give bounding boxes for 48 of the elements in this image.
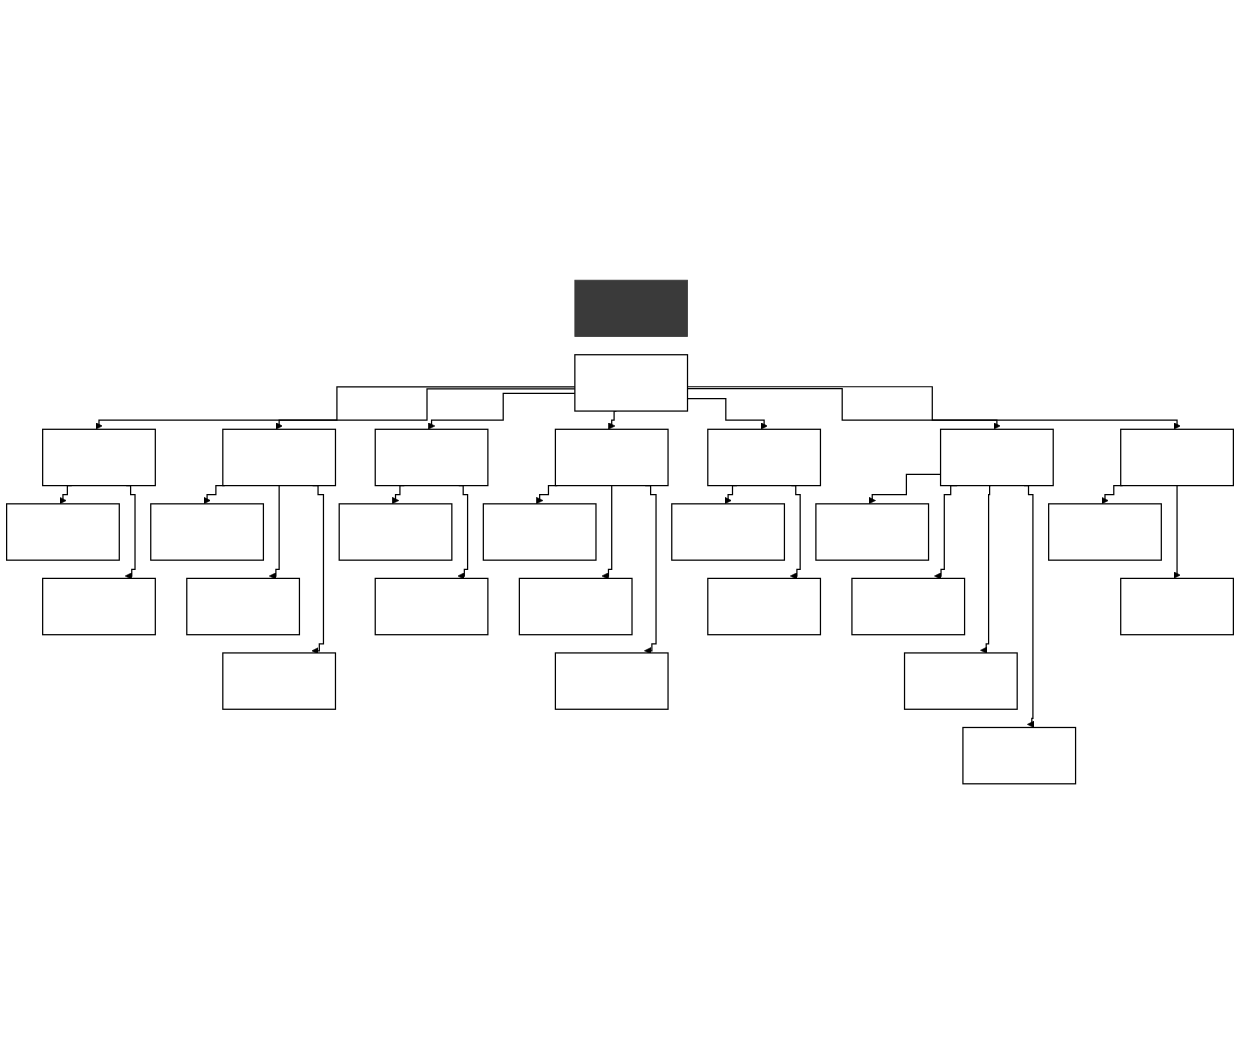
node-box <box>374 577 489 636</box>
arrow <box>686 388 1001 430</box>
arrow <box>95 386 576 430</box>
node-box <box>671 503 786 561</box>
node-box <box>374 428 489 487</box>
node-box <box>574 354 689 412</box>
node-bar <box>574 279 688 337</box>
arrow <box>1101 485 1124 505</box>
arrow <box>311 485 325 655</box>
arrow <box>868 473 942 505</box>
node-box <box>962 726 1077 785</box>
node-box <box>42 428 156 487</box>
arrow <box>1023 485 1035 728</box>
node-box <box>554 428 669 487</box>
node-box <box>939 428 1054 487</box>
arrow <box>269 485 280 580</box>
arrow <box>275 388 576 430</box>
arrow <box>536 485 558 505</box>
node-box <box>222 428 337 487</box>
node-box <box>222 652 337 710</box>
arrow <box>644 485 657 655</box>
arrow <box>608 410 618 430</box>
node-box <box>554 652 669 710</box>
arrow <box>427 392 576 430</box>
arrow <box>203 485 226 505</box>
node-box <box>42 577 156 636</box>
node-box <box>707 577 822 636</box>
node-box <box>1048 503 1162 561</box>
node-box <box>851 577 966 636</box>
arrow <box>686 398 768 430</box>
node-box <box>186 577 301 636</box>
node-box <box>6 503 120 561</box>
arrow <box>686 386 1181 430</box>
node-box <box>815 503 930 561</box>
node-box <box>1120 428 1234 487</box>
node-box <box>518 577 633 636</box>
node-box <box>1120 577 1234 636</box>
node-box <box>903 652 1018 710</box>
node-box <box>338 503 453 561</box>
arrow <box>1173 485 1181 579</box>
arrow <box>601 485 613 580</box>
arrow <box>790 485 801 580</box>
arrow <box>457 485 469 580</box>
node-box <box>707 428 822 487</box>
node-box <box>150 503 265 561</box>
arrow <box>980 485 992 654</box>
node-box <box>482 503 597 561</box>
arrow <box>124 485 136 580</box>
